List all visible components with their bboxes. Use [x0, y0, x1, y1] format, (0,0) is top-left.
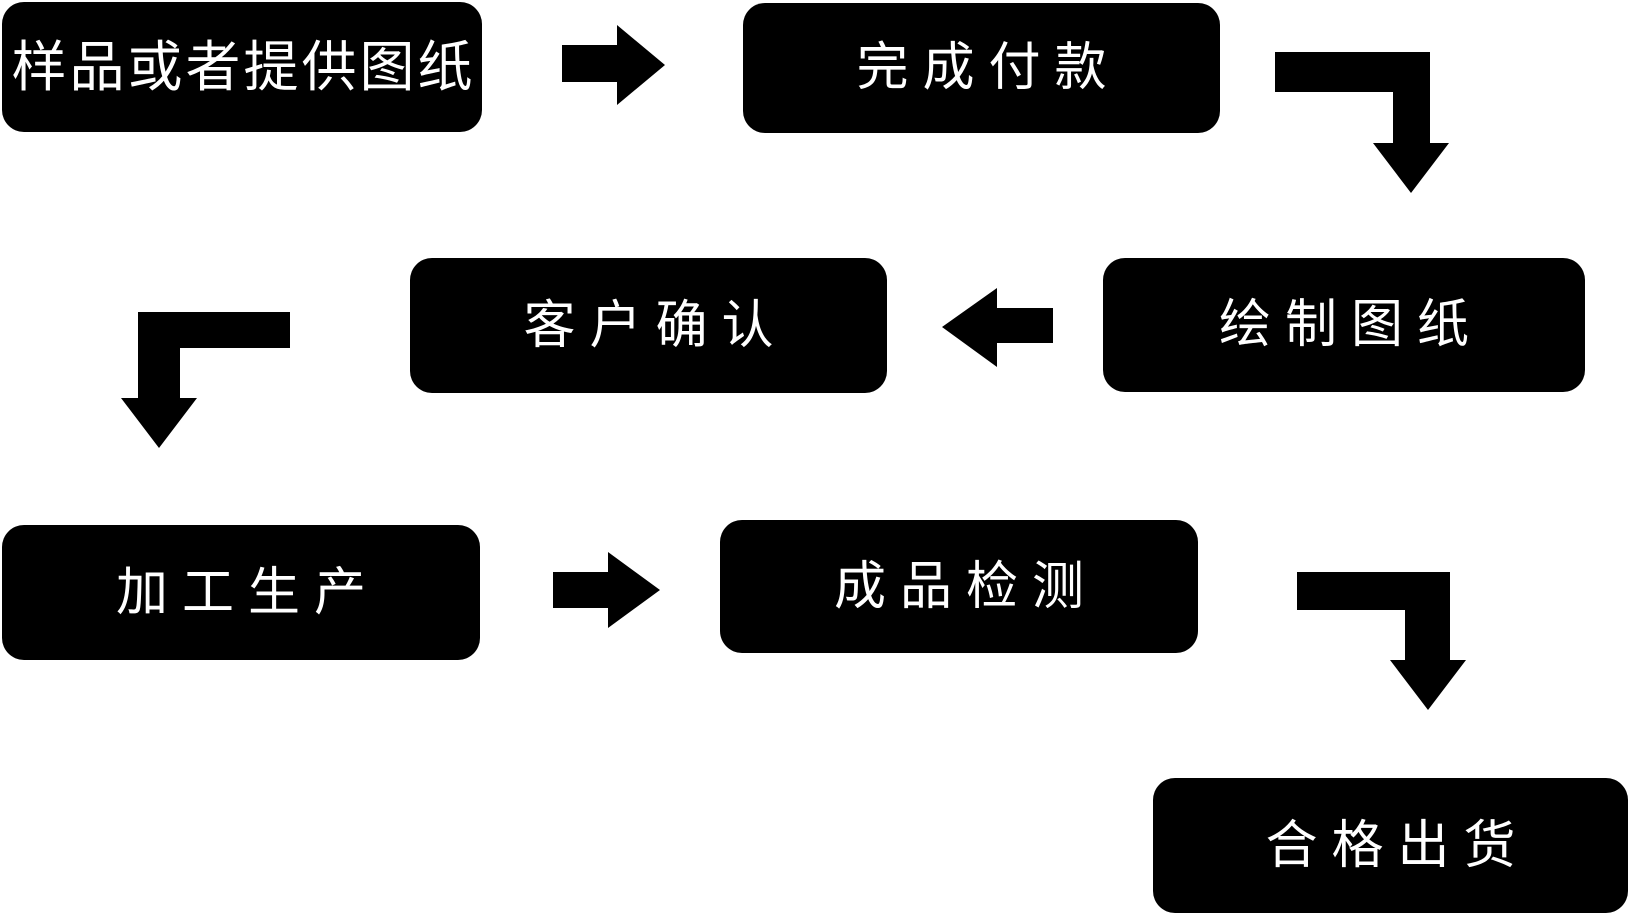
flow-node-sample-or-drawing: 样品或者提供图纸 [2, 2, 482, 132]
arrow-right-step1-step2 [562, 25, 665, 105]
arrow-bent-down-step4-step5 [121, 312, 290, 448]
flow-node-complete-payment: 完成付款 [743, 3, 1220, 133]
flow-node-draw-drawings: 绘制图纸 [1103, 258, 1585, 392]
flow-node-customer-confirm: 客户确认 [410, 258, 887, 393]
arrow-right-step5-step6 [553, 552, 660, 628]
arrow-left-step3-step4 [942, 288, 1053, 367]
flow-node-finished-inspection: 成品检测 [720, 520, 1198, 653]
arrow-bent-down-step6-step7 [1297, 572, 1466, 710]
arrow-bent-down-step2-step3 [1275, 52, 1449, 193]
flow-node-processing-production: 加工生产 [2, 525, 480, 660]
flow-node-qualified-shipment: 合格出货 [1153, 778, 1628, 913]
